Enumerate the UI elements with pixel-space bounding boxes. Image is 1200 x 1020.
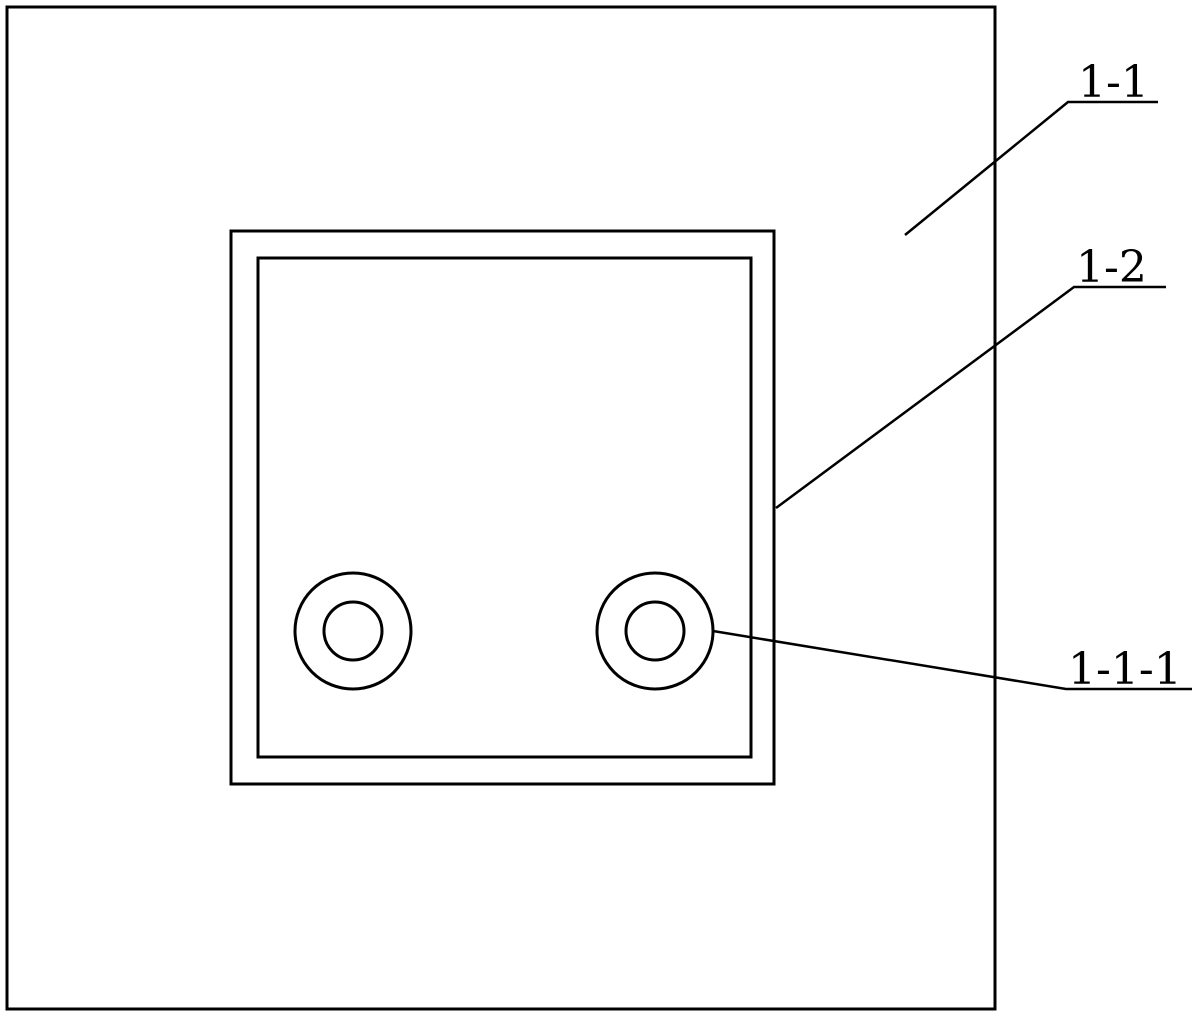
callout-frame: 1-2 (775, 242, 1166, 510)
hole-left-outer-ring (293, 571, 413, 691)
outer-plate (5, 5, 997, 1011)
hole-right-inner-ring (624, 600, 686, 662)
callout-label-holes: 1-1-1 (1068, 644, 1182, 695)
leader-line-outer-plate (904, 100, 1158, 236)
callout-label-outer-plate: 1-1 (1078, 57, 1149, 108)
hole-right-outer-ring (595, 571, 715, 691)
callout-outer-plate: 1-1 (904, 57, 1158, 236)
hole-left-inner-ring (322, 600, 384, 662)
frame-inner (256, 256, 753, 759)
leader-line-frame (775, 285, 1166, 510)
frame-outer (229, 229, 776, 786)
callout-holes: 1-1-1 (712, 629, 1192, 695)
callout-label-frame: 1-2 (1076, 242, 1147, 293)
hole-left (293, 571, 413, 691)
hole-right (595, 571, 715, 691)
leader-line-holes (712, 629, 1192, 691)
